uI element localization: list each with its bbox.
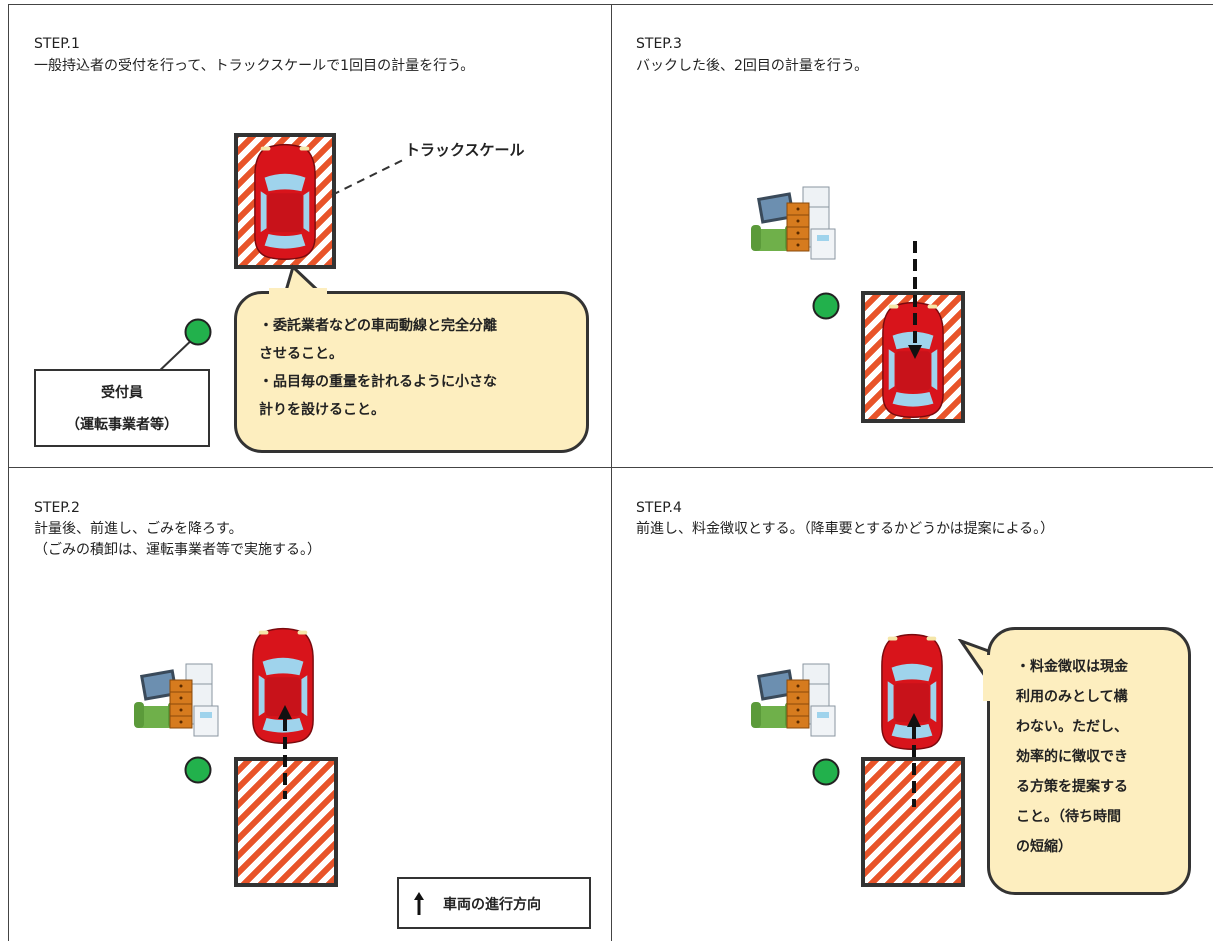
- step4-description: 前進し、料金徴収とする。（降車要とするかどうかは提案による。）: [636, 521, 1055, 537]
- direction-legend: 車両の進行方向: [397, 877, 591, 929]
- callout-line: させること。: [259, 346, 343, 362]
- step2-panel: STEP.2 計量後、前進し、ごみを降ろす。 （ごみの積卸は、運転事業者等で実施…: [8, 467, 612, 941]
- reception-label: 受付員: [101, 385, 143, 401]
- arrow-up-icon: [907, 713, 921, 807]
- truck-scale-label: トラックスケール: [405, 141, 525, 159]
- step4-panel: STEP.4 前進し、料金徴収とする。（降車要とするかどうかは提案による。） ・…: [611, 467, 1213, 941]
- callout-line: 計りを設けること。: [259, 402, 385, 418]
- person-dot-icon: [812, 292, 840, 320]
- callout-line: 効率的に徴収でき: [1016, 749, 1128, 765]
- goods-pile-icon: [134, 662, 224, 742]
- step2-heading: STEP.2: [34, 500, 80, 516]
- person-dot-icon: [184, 318, 212, 346]
- step2-description-1: 計量後、前進し、ごみを降ろす。: [34, 521, 243, 537]
- step1-description: 一般持込者の受付を行って、トラックスケールで1回目の計量を行う。: [34, 58, 475, 74]
- step3-description: バックした後、2回目の計量を行う。: [636, 58, 869, 74]
- scale-leader-line: [331, 159, 404, 196]
- step1-callout: ・委託業者などの車両動線と完全分離 させること。 ・品目毎の重量を計れるように小…: [234, 291, 589, 453]
- step1-heading: STEP.1: [34, 36, 80, 52]
- callout-line: る方策を提案する: [1016, 779, 1128, 795]
- reception-box: 受付員 （運転事業者等）: [34, 369, 210, 447]
- callout-line: ・委託業者などの車両動線と完全分離: [259, 318, 497, 334]
- step3-heading: STEP.3: [636, 36, 682, 52]
- step1-panel: STEP.1 一般持込者の受付を行って、トラックスケールで1回目の計量を行う。 …: [8, 4, 612, 468]
- step4-heading: STEP.4: [636, 500, 682, 516]
- callout-line: ・品目毎の重量を計れるように小さな: [259, 374, 497, 390]
- callout-join: [983, 655, 991, 701]
- arrow-down-icon: [908, 241, 922, 359]
- arrow-up-icon: [414, 892, 424, 915]
- callout-line: こと。（待ち時間: [1016, 809, 1121, 825]
- goods-pile-icon: [751, 662, 841, 742]
- reception-role: （運転事業者等）: [66, 417, 178, 433]
- callout-line: 利用のみとして構: [1016, 689, 1128, 705]
- step3-panel: STEP.3 バックした後、2回目の計量を行う。: [611, 4, 1213, 468]
- legend-label: 車両の進行方向: [443, 897, 541, 913]
- callout-line: わない。ただし、: [1016, 719, 1128, 735]
- person-dot-icon: [184, 756, 212, 784]
- step4-callout: ・料金徴収は現金 利用のみとして構 わない。ただし、 効率的に徴収でき る方策を…: [987, 627, 1191, 895]
- step2-description-2: （ごみの積卸は、運転事業者等で実施する。）: [34, 542, 321, 558]
- person-dot-icon: [812, 758, 840, 786]
- callout-line: ・料金徴収は現金: [1016, 659, 1128, 675]
- car-icon: [251, 139, 319, 263]
- truck-scale: [861, 757, 965, 887]
- arrow-up-icon: [278, 705, 292, 799]
- callout-line: の短縮）: [1016, 839, 1072, 855]
- callout-join: [269, 288, 327, 294]
- goods-pile-icon: [751, 185, 841, 265]
